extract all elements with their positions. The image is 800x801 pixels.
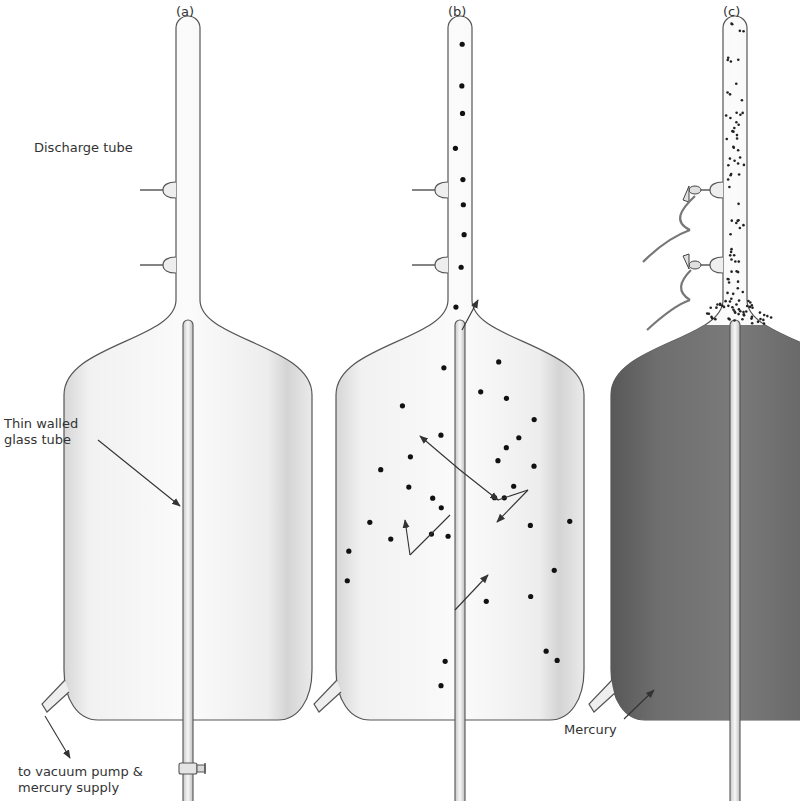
clamp <box>179 763 197 774</box>
leader-line <box>98 440 180 506</box>
leader-line <box>624 690 654 719</box>
discharge-apparatus-a <box>42 16 312 801</box>
panel-label: (c) <box>723 4 763 20</box>
mercury-fill <box>605 325 800 725</box>
part-label: Thin walled glass tube <box>4 416 96 448</box>
panel-label: (b) <box>448 4 488 20</box>
panel-label: (a) <box>176 4 216 20</box>
molecule-paths <box>405 300 528 610</box>
discharge-apparatus-c <box>589 16 800 801</box>
gas-molecules <box>345 42 573 689</box>
part-label: Mercury <box>564 722 634 738</box>
part-label: Discharge tube <box>34 140 154 156</box>
leader-line <box>45 716 70 758</box>
discharge-apparatus-b <box>314 16 584 801</box>
gas-molecules <box>706 22 772 324</box>
part-label: to vacuum pump & mercury supply <box>18 764 150 796</box>
leader-lines <box>45 440 654 758</box>
